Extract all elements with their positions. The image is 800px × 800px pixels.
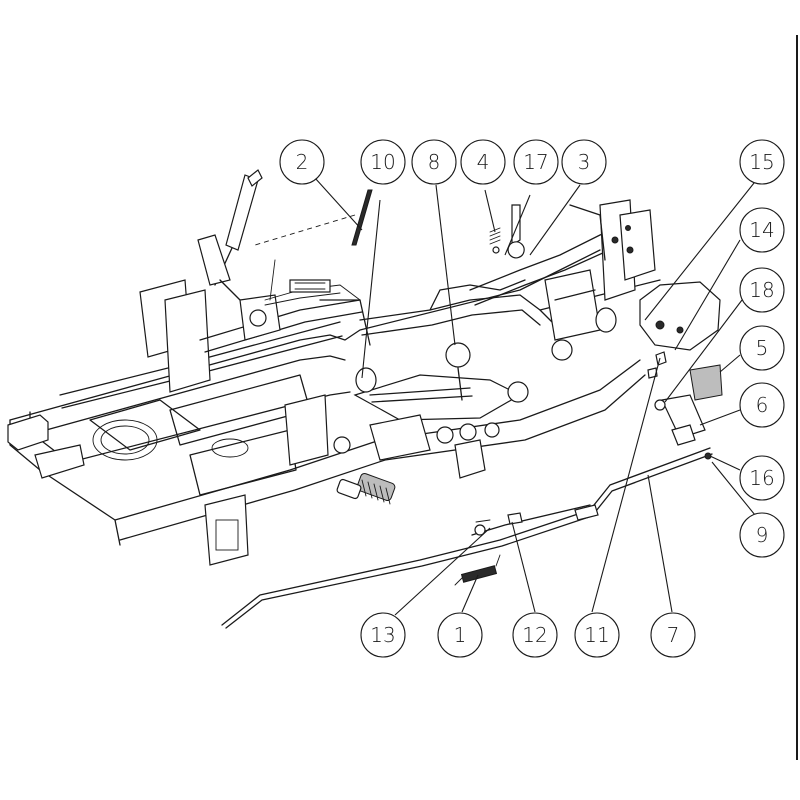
spring-part-1 [454, 554, 501, 586]
callout-label-13: 13 [370, 623, 395, 647]
callout-label-17: 17 [523, 150, 548, 174]
callout-2: 2 [279, 139, 325, 185]
clip-part-13 [474, 524, 486, 536]
callout-5: 5 [739, 325, 785, 371]
callout-13: 13 [360, 612, 406, 658]
callout-label-14: 14 [749, 218, 774, 242]
callout-label-16: 16 [749, 466, 774, 490]
callout-label-8: 8 [428, 150, 441, 174]
leader-lines [314, 177, 759, 616]
callout-label-18: 18 [749, 278, 774, 302]
callout-label-3: 3 [578, 150, 591, 174]
callout-4: 4 [460, 139, 506, 185]
callout-label-5: 5 [756, 336, 769, 360]
bracket-part-5 [689, 364, 723, 401]
spring-lower-console [336, 473, 396, 505]
callout-label-12: 12 [522, 623, 547, 647]
callout-label-4: 4 [477, 150, 490, 174]
callout-label-1: 1 [454, 623, 467, 647]
callout-8: 8 [411, 139, 457, 185]
bushing-part-18 [654, 399, 666, 411]
callout-15: 15 [739, 139, 785, 185]
rod-part-7 [221, 447, 711, 626]
pin-part-12 [507, 512, 523, 525]
callout-1: 1 [437, 612, 483, 658]
callout-18: 18 [739, 267, 785, 313]
callout-16: 16 [739, 455, 785, 501]
callout-3: 3 [561, 139, 607, 185]
callout-7: 7 [650, 612, 696, 658]
pin-part-15 [655, 351, 667, 366]
pin-guide-line [254, 214, 356, 246]
callout-label-2: 2 [296, 150, 309, 174]
callout-label-10: 10 [370, 150, 395, 174]
pin-part-2 [351, 189, 373, 246]
callout-9: 9 [739, 512, 785, 558]
callout-11: 11 [574, 612, 620, 658]
callout-17: 17 [513, 139, 559, 185]
callout-label-15: 15 [749, 150, 774, 174]
control-levers [197, 169, 617, 505]
callout-label-7: 7 [667, 623, 680, 647]
callout-10: 10 [360, 139, 406, 185]
chassis-frame [7, 199, 721, 566]
callout-6: 6 [739, 382, 785, 428]
callout-label-6: 6 [756, 393, 769, 417]
callout-label-9: 9 [756, 523, 769, 547]
callout-label-11: 11 [584, 623, 609, 647]
callout-12: 12 [512, 612, 558, 658]
callout-14: 14 [739, 207, 785, 253]
